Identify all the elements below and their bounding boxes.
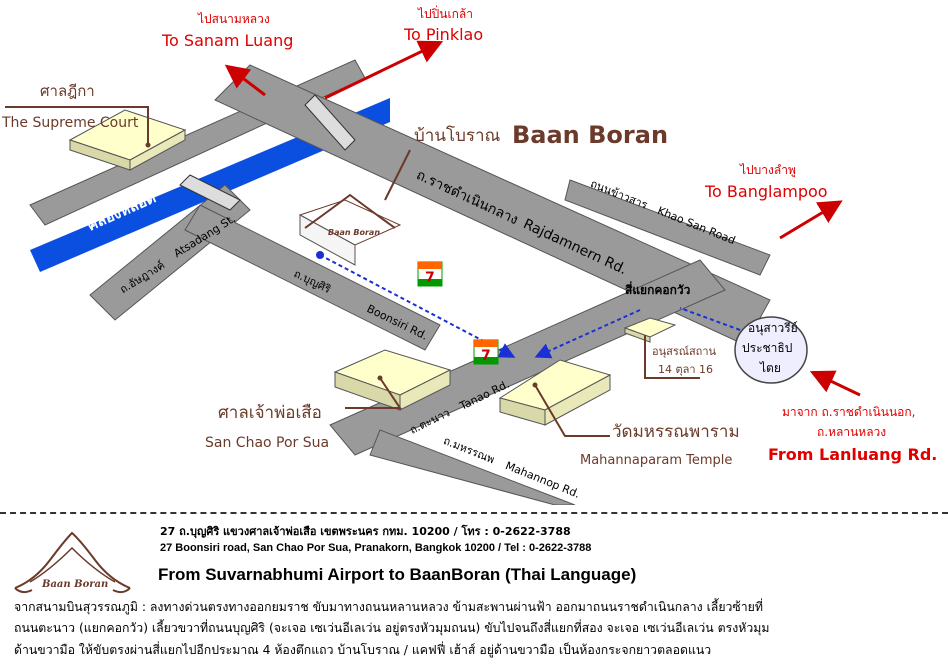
road-mahannop	[369, 429, 576, 506]
road-khaosan	[564, 179, 771, 276]
map-graphic: 7 7	[5, 40, 861, 506]
footer-title: From Suvarnabhumi Airport to BaanBoran (…	[158, 565, 637, 584]
road-tanao	[329, 259, 726, 456]
footer-logo-text: Baan Boran	[42, 579, 109, 590]
directions-line-3: ด้านขวามือ ให้ขับตรงผ่านสี่แยกไปอีกประมา…	[14, 643, 712, 657]
footer-logo: Baan Boran	[10, 530, 135, 600]
label-supreme-court-th: ศาลฎีกา	[40, 82, 95, 100]
leader-san-chao	[345, 377, 402, 409]
label-monument-date: 14 ตุลา 16	[658, 363, 714, 376]
svg-text:7: 7	[425, 270, 435, 286]
arrow-lanluang	[809, 370, 861, 397]
leader-baan-boran	[384, 149, 411, 201]
leader-monument	[644, 335, 700, 379]
address-english: 27 Boonsiri road, San Chao Por Sua, Pran…	[160, 542, 592, 554]
route-tanao	[534, 309, 641, 359]
label-to-pinklao: To Pinklao	[404, 25, 484, 44]
leader-wat	[534, 384, 610, 437]
start-dot	[316, 251, 324, 259]
label-to-banglampoo: To Banglampoo	[705, 182, 828, 201]
label-democracy-2: ประชาธิป	[742, 341, 793, 355]
route-approach	[679, 307, 741, 331]
label-supreme-court: The Supreme Court	[2, 115, 139, 131]
route-main	[319, 254, 516, 358]
label-to-pinklao-th: ไปปิ่นเกล้า	[418, 7, 473, 21]
label-from-lanluang-th2: ถ.หลานหลวง	[817, 425, 887, 439]
label-to-banglampoo-th: ไปบางลำพู	[740, 163, 796, 177]
arrow-pinklao	[324, 40, 444, 100]
label-from-lanluang-th1: มาจาก ถ.ราชดำเนินนอก,	[782, 405, 916, 419]
footer: Baan Boran 27 ถ.บุญศิริ แขวงศาลเจ้าพ่อเส…	[0, 518, 948, 665]
label-democracy-3: ไตย	[760, 361, 781, 375]
label-to-sanam-luang: To Sanam Luang	[162, 31, 294, 50]
seven-eleven-icon-2: 7	[473, 339, 499, 365]
baan-boran-roof	[304, 193, 396, 229]
bridge-left	[179, 174, 241, 211]
label-baan-boran: Baan Boran	[512, 121, 669, 149]
separator	[0, 512, 948, 514]
democracy-monument	[734, 316, 808, 384]
label-kok-wua: สี่แยกคอกวัว	[625, 283, 691, 297]
label-wat: Mahannaparam Temple	[580, 453, 733, 468]
label-from-lanluang: From Lanluang Rd.	[768, 445, 938, 464]
address-thai: 27 ถ.บุญศิริ แขวงศาลเจ้าพ่อเสือ เขตพระนค…	[160, 525, 571, 538]
directions-line-1: จากสนามบินสุวรรณภูมิ : ลงทางด่วนตรงทางออ…	[14, 600, 763, 614]
leader-supreme-court	[5, 106, 149, 145]
label-democracy-1: อนุสาวรีย์	[748, 321, 798, 335]
label-san-chao: San Chao Por Sua	[205, 435, 330, 451]
label-to-sanam-luang-th: ไปสนามหลวง	[198, 12, 270, 26]
label-san-chao-th: ศาลเจ้าพ่อเสือ	[218, 403, 322, 423]
road-boonsiri	[184, 204, 441, 351]
baan-boran-logo-icon	[14, 531, 131, 594]
directions-line-2: ถนนตะนาว (แยกคอกวัว) เลี้ยวขวาที่ถนนบุญศ…	[14, 621, 770, 635]
label-monument-th: อนุสรณ์สถาน	[652, 345, 717, 358]
arrow-sanam-luang	[224, 64, 266, 97]
map-area: 7 7 ไปสนามหลวง To Sanam Luang ไปปิ่นเกล้…	[2, 7, 938, 506]
label-wat-th: วัดมหรรณพาราม	[612, 422, 740, 442]
arrow-banglampoo	[779, 200, 843, 240]
label-baan-boran-th: บ้านโบราณ	[414, 126, 501, 146]
shop-sign: Baan Boran	[328, 228, 381, 237]
bridge-top	[304, 94, 356, 151]
seven-eleven-icon-1: 7	[417, 261, 443, 287]
svg-text:7: 7	[481, 348, 491, 364]
